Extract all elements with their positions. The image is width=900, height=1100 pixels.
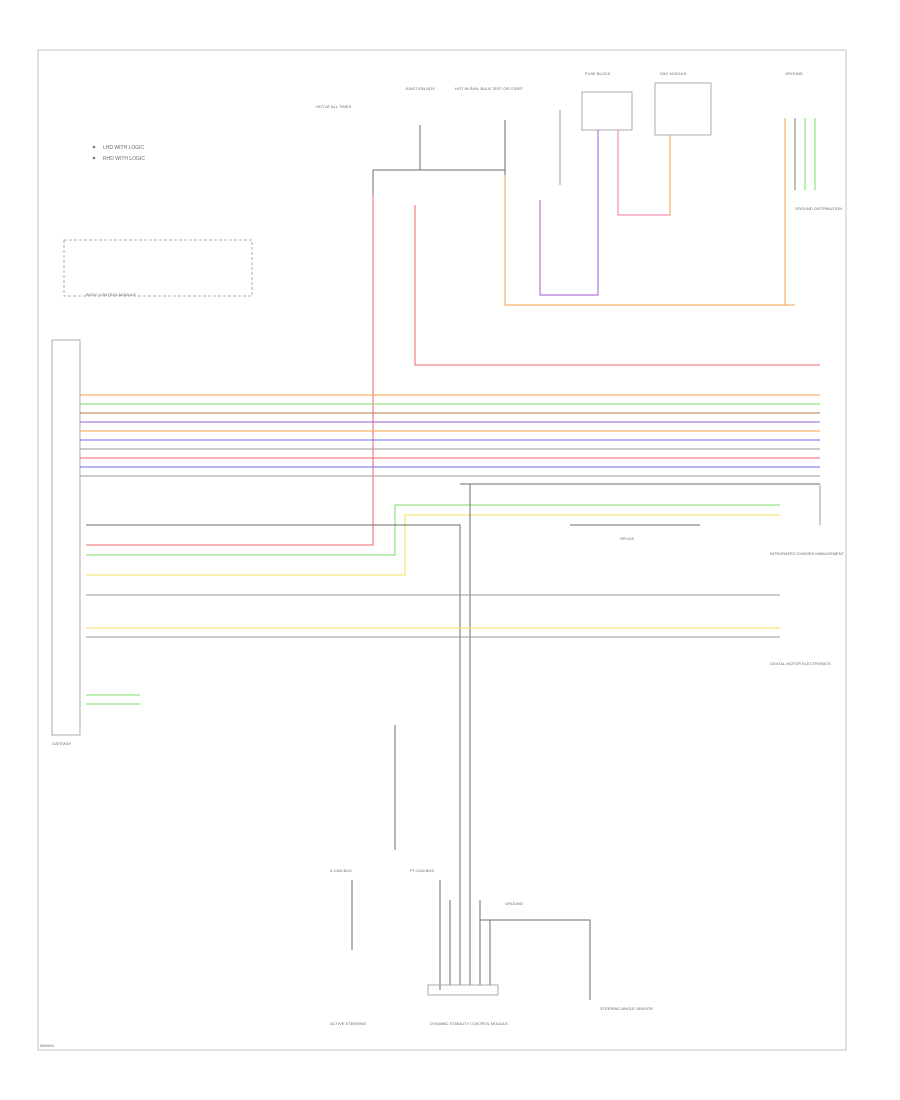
legend-item-1: LHD WITH LOGIC — [103, 145, 145, 151]
gateway-module-label: GATEWAY — [52, 741, 72, 746]
ground-right-label: GROUND — [785, 71, 803, 76]
top-fuse-mid-label: JUNCTION BOX — [405, 86, 435, 91]
bus-wires — [80, 394, 820, 485]
lower-splice-1-label: K-CAN BUS — [330, 868, 352, 873]
wire-orange-top — [504, 175, 795, 306]
fuse-block-box — [581, 91, 633, 131]
legend: LHD WITH LOGIC RHD WITH LOGIC — [92, 145, 145, 162]
lower-splice-2-label: PT-CAN BUS — [410, 868, 434, 873]
fuse-block-label: FUSE BLOCK — [585, 71, 611, 76]
connector-right-label-1: INTEGRATED CHASSIS MANAGEMENT — [770, 551, 844, 556]
wire-red-left — [86, 195, 374, 546]
left-module-box — [63, 239, 253, 297]
legend-item-2: RHD WITH LOGIC — [103, 156, 145, 162]
lower-ground-label: GROUND — [505, 901, 523, 906]
lower-mid-module-label: DYNAMIC STABILITY CONTROL MODULE — [430, 1021, 508, 1026]
wire-purple-top — [539, 130, 599, 296]
top-fuse-right-label: HOT IN RUN, BULB TEST OR START — [455, 86, 524, 91]
lower-left-module-label: ACTIVE STEERING — [330, 1021, 366, 1026]
gateway-module-box — [51, 339, 81, 736]
lower-right-sensor-label: STEERING ANGLE SENSOR — [600, 1006, 653, 1011]
wire-red-top — [414, 205, 820, 366]
dsc-module-box — [654, 82, 712, 136]
left-module-label: BODY CONTROL MODULE — [86, 292, 136, 297]
ground-distribution-label: GROUND DISTRIBUTION — [795, 206, 842, 211]
diagram-frame — [37, 49, 847, 1051]
connector-right-label-2: DIGITAL MOTOR ELECTRONICS — [770, 661, 831, 666]
top-fuse-left-label: HOT AT ALL TIMES — [316, 104, 351, 109]
wire-pink-top — [617, 130, 671, 216]
splice-label: SPLICE — [620, 536, 635, 541]
dsc-lower-box — [427, 984, 499, 996]
footer-code: BMW01 — [40, 1043, 55, 1048]
dsc-module-label: DSC MODULE — [660, 71, 687, 76]
